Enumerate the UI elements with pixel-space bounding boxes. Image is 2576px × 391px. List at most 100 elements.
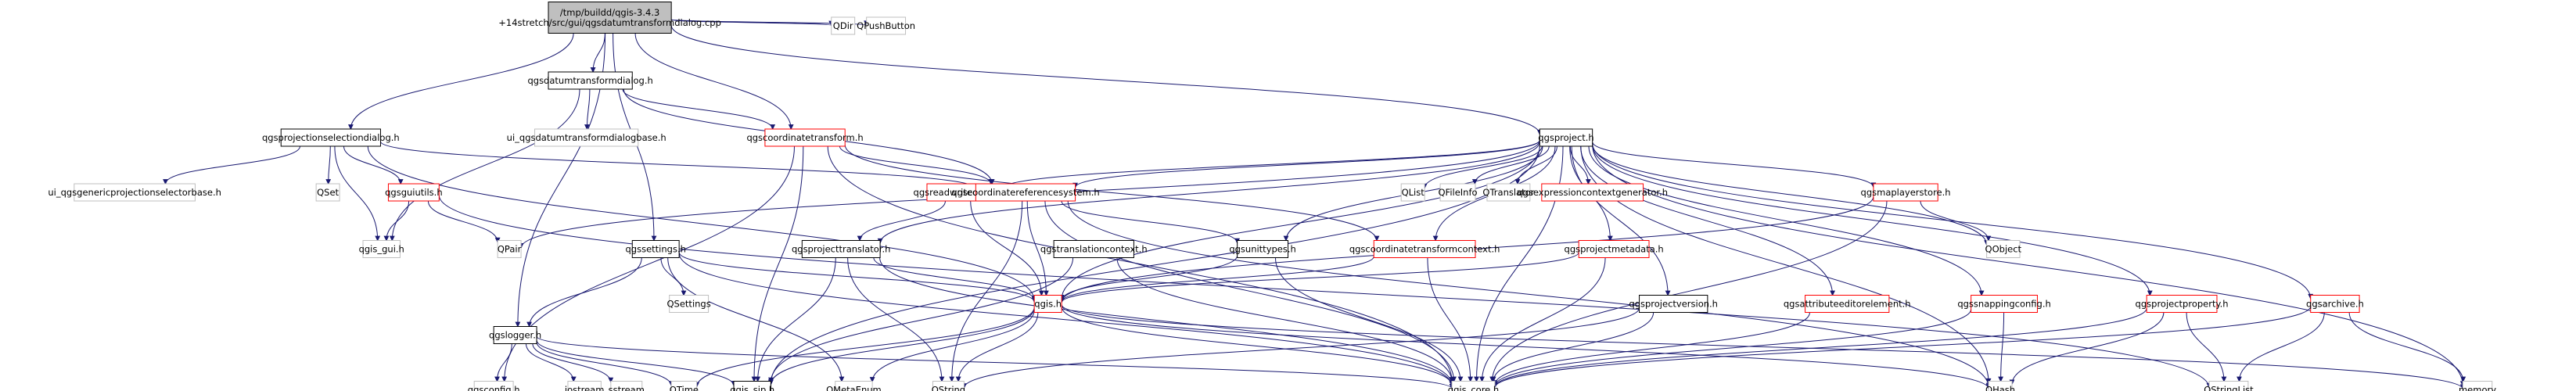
node-qgstranslationcontext-h[interactable]: qgstranslationcontext.h bbox=[1040, 240, 1148, 258]
edge-line bbox=[678, 252, 1035, 303]
node-qgscrs-h[interactable]: qgscoordinatereferencesystem.h bbox=[951, 183, 1100, 202]
node-qtime[interactable]: QTime bbox=[670, 381, 699, 391]
node-qset[interactable]: QSet bbox=[315, 183, 340, 202]
node-qsettings[interactable]: QSettings bbox=[667, 295, 711, 313]
node-label: QObject bbox=[1985, 244, 2022, 255]
node-qpair[interactable]: QPair bbox=[497, 240, 522, 258]
node-qgscoordinatetransform-h[interactable]: qgscoordinatetransform.h bbox=[746, 128, 864, 147]
node-qstringlist[interactable]: QStringList bbox=[2204, 381, 2254, 391]
node-qobject[interactable]: QObject bbox=[1985, 240, 2022, 258]
edge-line bbox=[1061, 304, 1989, 389]
node-iostream[interactable]: iostream bbox=[565, 381, 605, 391]
node-qgslogger-h[interactable]: qgslogger.h bbox=[489, 326, 541, 344]
node-qgsattreditelem-h[interactable]: qgsattributeeditorelement.h bbox=[1784, 295, 1911, 313]
edge-arrowhead bbox=[1985, 235, 1992, 242]
node-sstream[interactable]: sstream bbox=[609, 381, 645, 391]
node-label: qgsprojectionselectiondialog.h bbox=[262, 132, 400, 143]
edge-line bbox=[1116, 257, 1453, 382]
node-qgis-gui-h[interactable]: qgis_gui.h bbox=[359, 240, 404, 258]
edge-qgsproject-h-to-qgsattreditelem-h bbox=[1580, 145, 1835, 296]
edge-root-to-qgsprojectionselectiondialog-h bbox=[348, 33, 574, 131]
node-label: qgsarchive.h bbox=[2306, 299, 2364, 310]
edge-line bbox=[770, 307, 1035, 385]
node-label: sstream bbox=[609, 385, 645, 391]
edge-qgscoordinatetransform-h-to-qgis-sip-h bbox=[751, 145, 804, 382]
node-qgsguiutils-h[interactable]: qgsguiutils.h bbox=[385, 183, 443, 202]
edge-arrowhead bbox=[1490, 376, 1496, 382]
node-qgsprojecttranslator-h[interactable]: qgsprojecttranslator.h bbox=[792, 240, 890, 258]
node-qhash[interactable]: QHash bbox=[1985, 381, 2015, 391]
node-qgsprojectproperty-h[interactable]: qgsprojectproperty.h bbox=[2136, 295, 2229, 313]
edge-arrowhead bbox=[1665, 290, 1671, 296]
node-qgsdatumtransformdialog-h[interactable]: qgsdatumtransformdialog.h bbox=[527, 71, 653, 90]
edge-line bbox=[670, 25, 1540, 135]
node-qpushbutton[interactable]: QPushButton bbox=[857, 16, 915, 35]
node-qlist[interactable]: QList bbox=[1400, 183, 1425, 202]
node-qmetaenum[interactable]: QMetaEnum bbox=[826, 381, 882, 391]
node-box bbox=[473, 381, 514, 391]
edge-line bbox=[2011, 312, 2165, 385]
edge-line bbox=[1482, 257, 1606, 382]
edge-line bbox=[1061, 252, 1579, 303]
node-qgssnappingconfig-h[interactable]: qgssnappingconfig.h bbox=[1957, 295, 2051, 313]
node-qgssettings-h[interactable]: qgssettings.h bbox=[626, 240, 686, 258]
node-qgis-core-h[interactable]: qgis_core.h bbox=[1448, 381, 1499, 391]
node-qdir[interactable]: QDir bbox=[831, 16, 856, 35]
node-qgsctcontext-h[interactable]: qgscoordinatetransformcontext.h bbox=[1349, 240, 1500, 258]
edge-line bbox=[1492, 200, 1888, 382]
node-box bbox=[2208, 381, 2249, 391]
node-qfileinfo[interactable]: QFileInfo bbox=[1439, 183, 1478, 202]
node-qtranslator[interactable]: QTranslator bbox=[1482, 183, 1535, 202]
node-box bbox=[1439, 183, 1476, 202]
node-qgsproject-h[interactable]: qgsproject.h bbox=[1538, 128, 1594, 147]
edge-arrowhead bbox=[2460, 376, 2466, 382]
edge-line bbox=[1061, 255, 1238, 301]
node-qgsexprctxgen-h[interactable]: qgsexpressioncontextgenerator.h bbox=[1517, 183, 1668, 202]
node-box bbox=[74, 183, 196, 202]
node-qstring[interactable]: QString bbox=[932, 381, 965, 391]
node-label: qgsproject.h bbox=[1538, 132, 1593, 143]
node-label: qgis.h bbox=[1034, 299, 1062, 310]
edge-line bbox=[2000, 312, 2005, 382]
node-qgis-h[interactable]: qgis.h bbox=[1033, 295, 1062, 313]
node-label: QTranslator bbox=[1482, 187, 1534, 198]
edge-line bbox=[328, 145, 331, 185]
edge-qgsctcontext-h-to-qgis-core-h bbox=[1427, 257, 1474, 382]
edge-arrowhead bbox=[397, 179, 404, 185]
node-root[interactable]: /tmp/buildd/qgis-3.4.3+14stretch/src/gui… bbox=[498, 2, 721, 34]
edge-qgis-h-to-qstring bbox=[955, 312, 1039, 382]
edge-line bbox=[622, 88, 774, 130]
edge-qgslogger-h-to-sstream bbox=[532, 343, 614, 383]
node-box bbox=[280, 128, 381, 147]
node-box bbox=[387, 183, 440, 202]
node-qgsprojectversion-h[interactable]: qgsprojectversion.h bbox=[1629, 295, 1718, 313]
node-qgsprojectmetadata-h[interactable]: qgsprojectmetadata.h bbox=[1565, 240, 1664, 258]
node-box bbox=[362, 240, 401, 258]
node-qgsarchive-h[interactable]: qgsarchive.h bbox=[2306, 295, 2364, 313]
node-ui-datum[interactable]: ui_qgsdatumtransformdialogbase.h bbox=[507, 128, 666, 147]
node-qgsmaplayerstore-h[interactable]: qgsmaplayerstore.h bbox=[1861, 183, 1951, 202]
node-qgis-sip-h[interactable]: qgis_sip.h bbox=[730, 381, 774, 391]
edge-line bbox=[670, 19, 868, 26]
node-box bbox=[1237, 240, 1289, 258]
edge-line bbox=[1494, 312, 1810, 386]
edge-line bbox=[1067, 200, 1989, 388]
edge-arrowhead bbox=[1586, 179, 1591, 185]
edge-line bbox=[536, 339, 735, 386]
node-label: qgsexpressioncontextgenerator.h bbox=[1517, 187, 1668, 198]
edge-arrowhead bbox=[955, 376, 961, 382]
edge-line bbox=[871, 310, 1035, 382]
node-label: qgsprojectversion.h bbox=[1629, 299, 1718, 310]
edge-qgsproject-h-to-qtranslator bbox=[1514, 145, 1557, 185]
node-label: qgsconfig.h bbox=[468, 385, 520, 391]
edge-arrowhead bbox=[839, 376, 845, 382]
node-memory[interactable]: memory bbox=[2459, 381, 2496, 391]
node-label: qgsattributeeditorelement.h bbox=[1784, 299, 1911, 310]
node-qgsprojectionselectiondialog-h[interactable]: qgsprojectionselectiondialog.h bbox=[262, 128, 400, 147]
node-label: QMetaEnum bbox=[826, 385, 882, 391]
node-qgsunittypes-h[interactable]: qgsunittypes.h bbox=[1229, 240, 1296, 258]
node-ui-generic[interactable]: ui_qgsgenericprojectionselectorbase.h bbox=[48, 183, 221, 202]
node-qgsconfig-h[interactable]: qgsconfig.h bbox=[468, 381, 520, 391]
node-label: QString bbox=[932, 385, 965, 391]
edge-arrowhead bbox=[1474, 376, 1479, 382]
